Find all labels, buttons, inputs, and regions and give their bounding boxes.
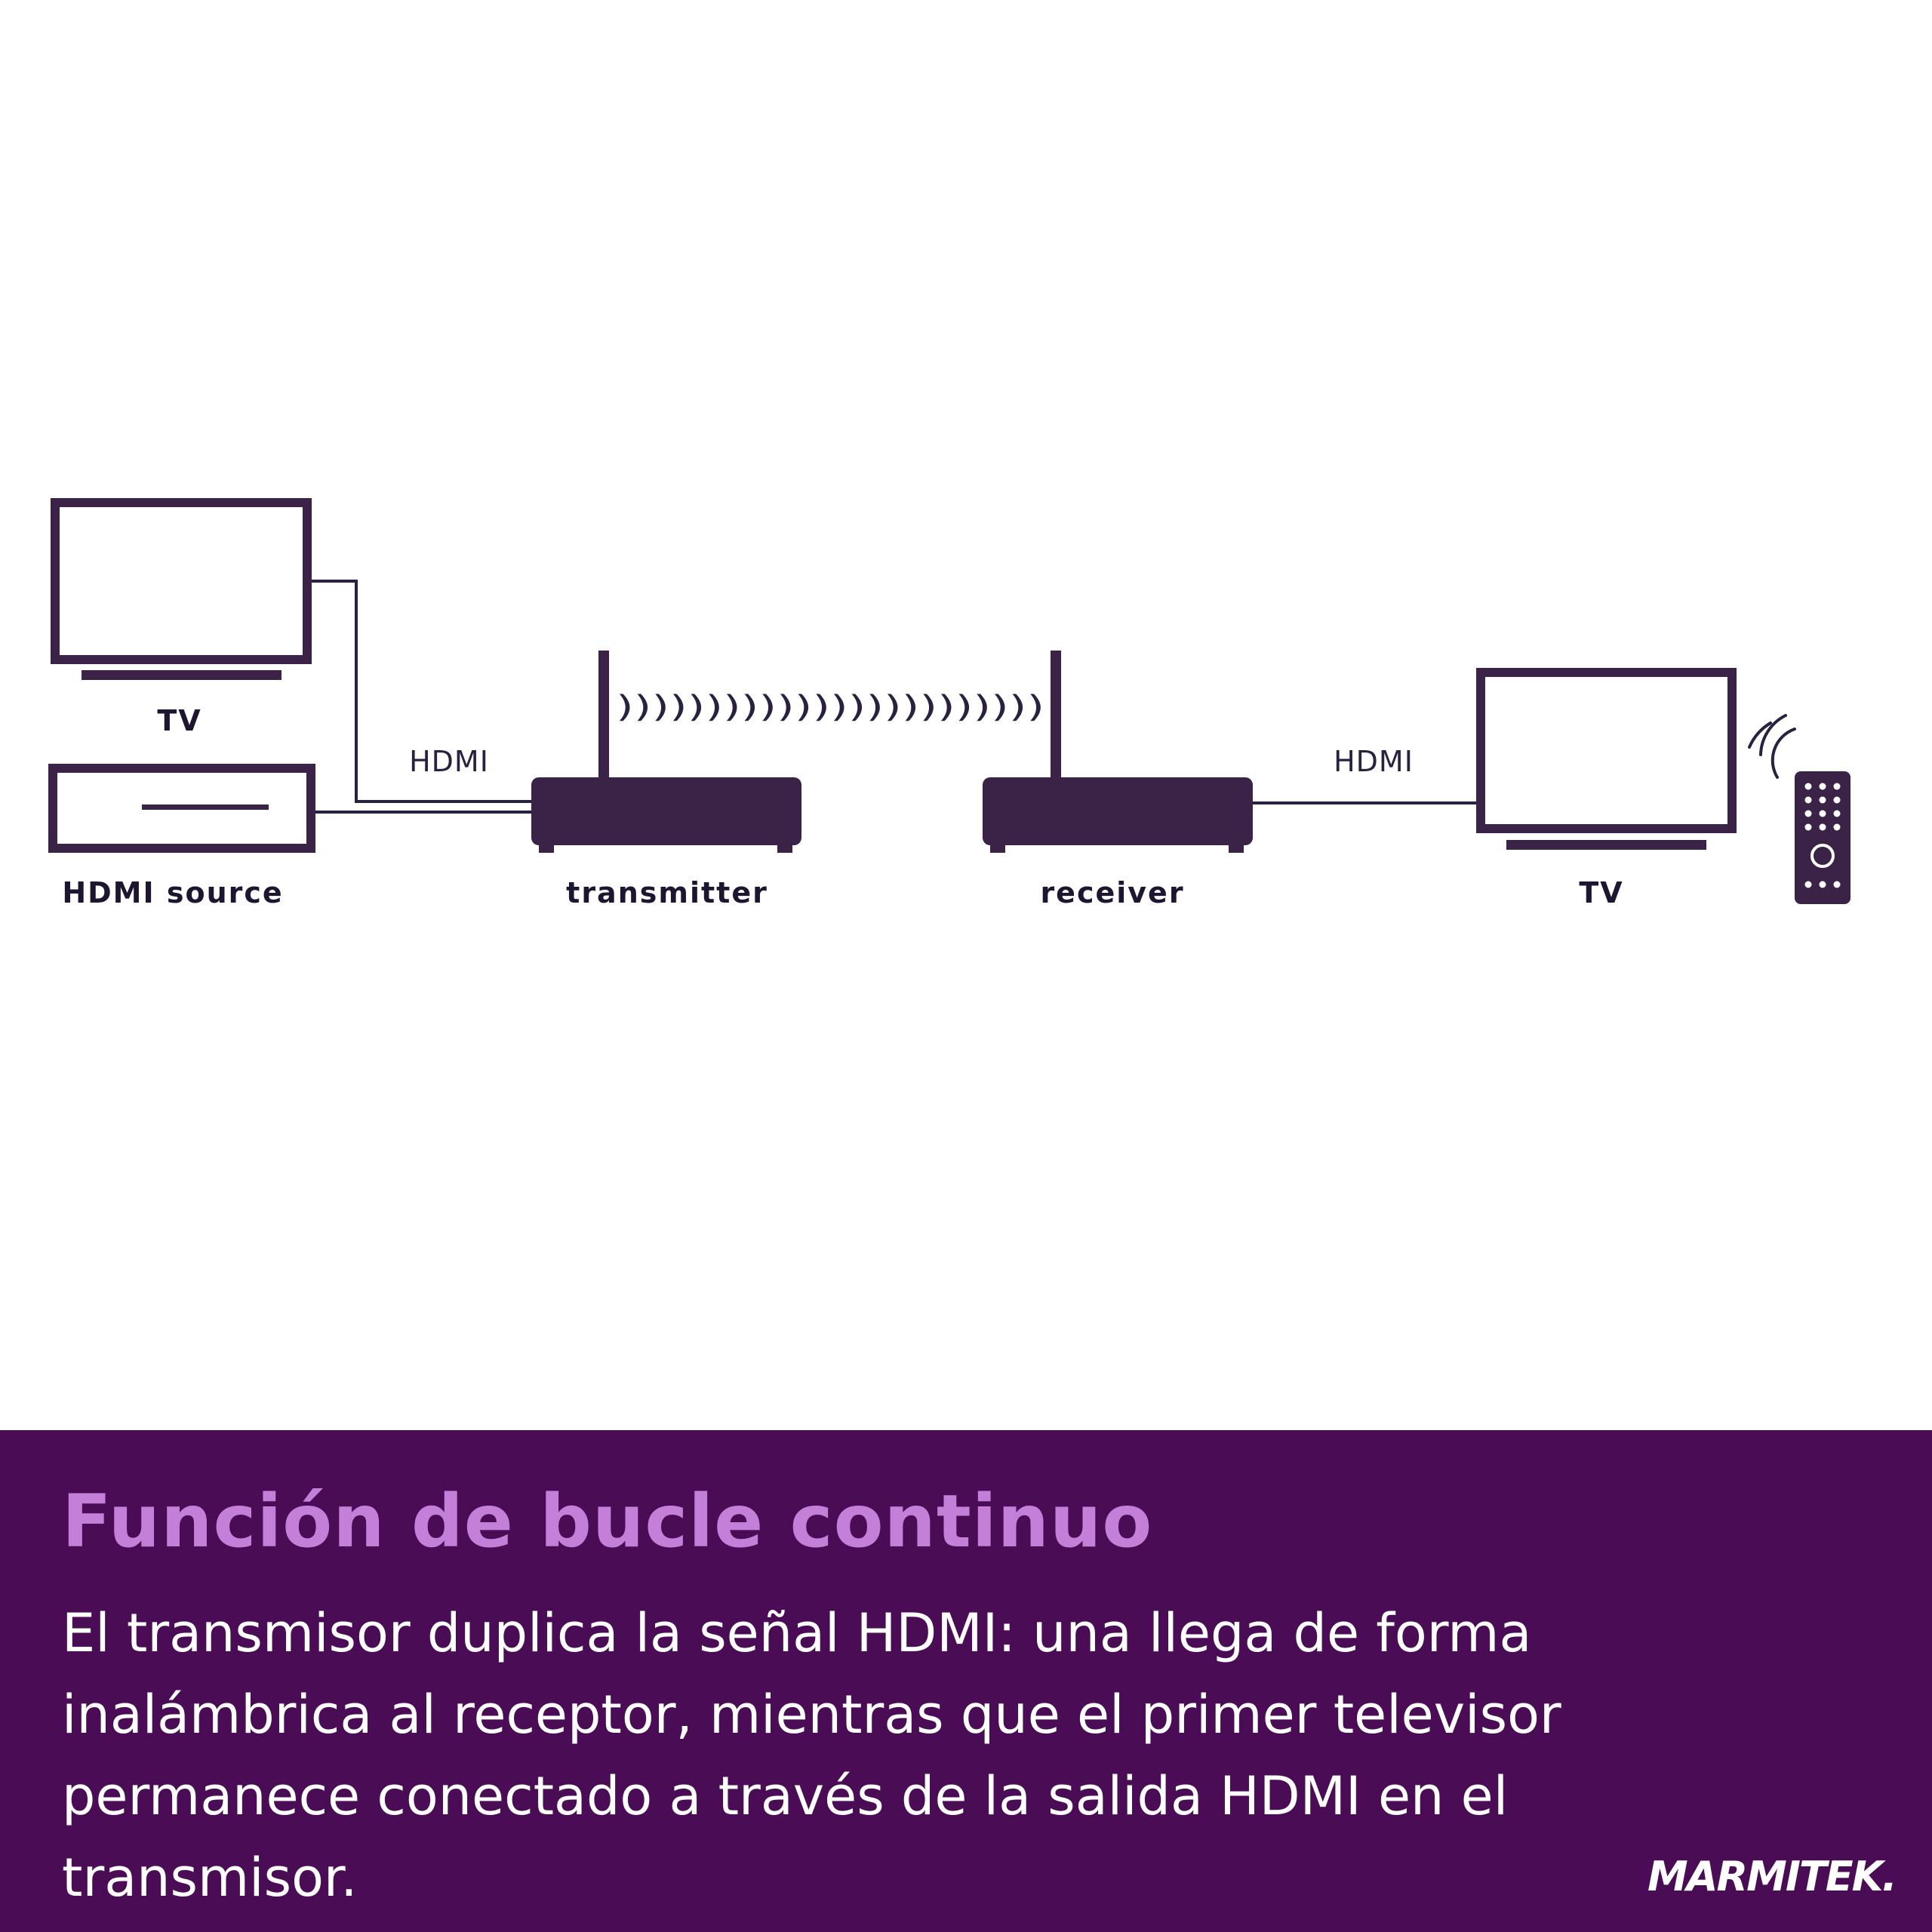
banner-description: El transmisor duplica la señal HDMI: una… bbox=[62, 1602, 1561, 1909]
hdmi-source-label: HDMI source bbox=[62, 876, 283, 909]
hdmi-loop-diagram: TV HDMI source HDMI transmitter ))))))))… bbox=[48, 498, 1850, 909]
banner-title: Función de bucle continuo bbox=[62, 1479, 1153, 1564]
remote-signal-icon bbox=[1748, 714, 1796, 779]
tv-left-icon bbox=[51, 498, 312, 680]
transmitter-icon bbox=[531, 651, 801, 853]
brand-logo: MARMITEK. bbox=[1647, 1853, 1897, 1900]
transmitter-label: transmitter bbox=[566, 876, 768, 909]
tv-left-label: TV bbox=[157, 704, 202, 737]
hdmi-source-icon bbox=[48, 764, 315, 853]
hdmi-label-left: HDMI bbox=[409, 745, 489, 778]
tv-right-icon bbox=[1476, 668, 1737, 850]
cables bbox=[309, 580, 1479, 814]
tv-right-label: TV bbox=[1579, 876, 1623, 909]
receiver-icon bbox=[983, 651, 1253, 853]
receiver-label: receiver bbox=[1040, 876, 1184, 909]
hdmi-label-right: HDMI bbox=[1334, 745, 1414, 778]
signal-waves-icon: )))))))))))))))))))))))) bbox=[616, 690, 1044, 724]
cable-tv-to-transmitter bbox=[309, 580, 533, 803]
remote-control-icon bbox=[1795, 771, 1850, 904]
description-banner bbox=[0, 1430, 1932, 1932]
